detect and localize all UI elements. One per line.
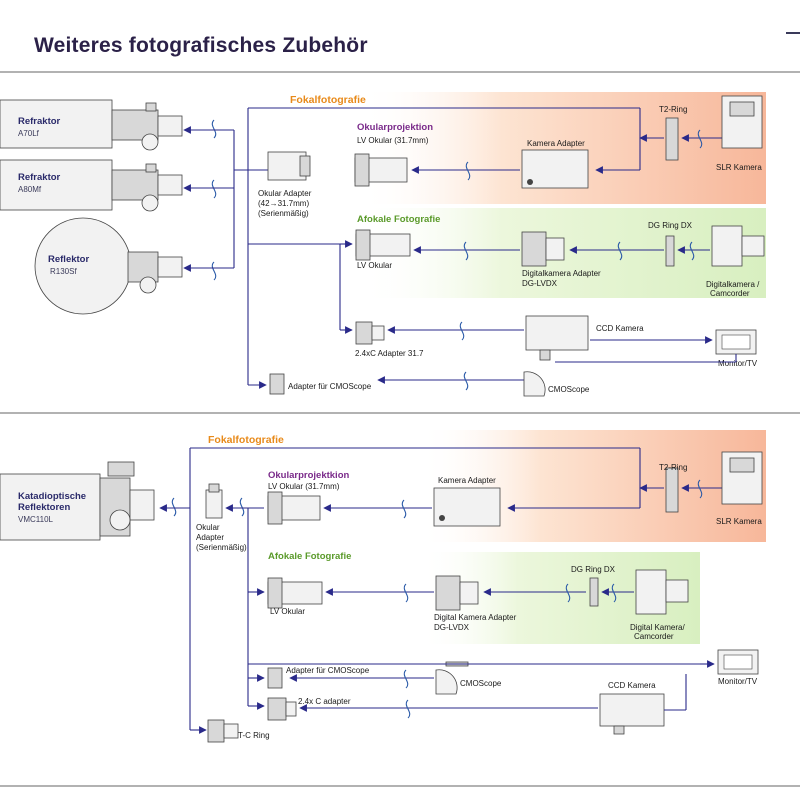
scope-model-1: A70Lf [18, 129, 40, 138]
digitalkamera-label-1: Digitalkamera / [706, 280, 760, 289]
bottom-kamera-adapter-shape [433, 487, 501, 527]
digitalkamera-adapter-shape [521, 231, 547, 267]
bottom-digital-adapter-shape [435, 575, 461, 611]
bottom-okular-adapter-label-1: Okular [196, 523, 220, 532]
slr-kamera-label: SLR Kamera [716, 163, 762, 172]
twist-icon [689, 241, 695, 261]
twist-icon [211, 179, 217, 199]
scope-name-3: Reflektor [48, 254, 89, 265]
digitalkamera-shape [711, 225, 743, 267]
lv-okular-label: LV Okular [357, 261, 392, 270]
page-title: Weiteres fotografisches Zubehör [34, 34, 368, 57]
bottom-digital-kamera-label-1: Digital Kamera/ [630, 623, 685, 632]
adapter-24-shape [355, 321, 373, 345]
twist-icon [565, 583, 571, 603]
dg-ring-label: DG Ring DX [648, 221, 693, 230]
bottom-heading-okularprojektion: Okularprojektkion [268, 470, 349, 481]
bottom-cmoscope-label: CMOScope [460, 679, 502, 688]
twist-icon [611, 583, 617, 603]
twist-icon [405, 699, 411, 719]
bottom-adapter-cmo-shape [267, 667, 283, 689]
bottom-t2-ring-label: T2-Ring [659, 463, 687, 472]
ccd-kamera-shape [525, 315, 589, 351]
tc-ring-shape [207, 719, 225, 743]
scope-name-2: Refraktor [18, 172, 61, 183]
twist-icon [617, 241, 623, 261]
bottom-okular-adapter-label-2: Adapter [196, 533, 224, 542]
bottom-monitor-label: Monitor/TV [718, 677, 758, 686]
bottom-t2-ring-shape [665, 467, 679, 513]
dg-ring-shape [665, 235, 675, 267]
monitor-label: Monitor/TV [718, 359, 758, 368]
bottom-scope-model: VMC110L [18, 515, 54, 524]
twist-icon [239, 497, 245, 517]
twist-icon [459, 321, 465, 341]
adapter-cmo-label: Adapter für CMOScope [288, 382, 372, 391]
twist-icon [403, 669, 409, 689]
digitalkamera-adapter-label-2: DG-LVDX [522, 279, 558, 288]
bottom-digital-adapter-label-2: DG-LVDX [434, 623, 470, 632]
lv-okular-317-label: LV Okular (31.7mm) [357, 136, 429, 145]
heading-fokalfotografie: Fokalfotografie [290, 94, 366, 106]
digitalkamera-adapter-label-1: Digitalkamera Adapter [522, 269, 601, 278]
cmoscope-label: CMOScope [548, 385, 590, 394]
okular-adapter-label-2: (42→31.7mm) [258, 199, 309, 208]
twist-icon [401, 499, 407, 519]
scope-refraktor-a80mf: Refraktor A80Mf [0, 159, 183, 212]
bottom-dg-ring-shape [589, 577, 599, 607]
bottom-okular-adapter-label-3: (Serienmäßig) [196, 543, 247, 552]
bottom-ccd-kamera-shape [599, 693, 665, 727]
bottom-slr-kamera-label: SLR Kamera [716, 517, 762, 526]
bottom-lv-okular-317-label: LV Okular (31.7mm) [268, 482, 340, 491]
corner-dash [786, 32, 800, 34]
scope-katadioptische-vmc110l: Katadioptische Reflektoren VMC110L [0, 461, 155, 541]
scope-model-3: R130Sf [50, 267, 77, 276]
adapter-cmo-shape [269, 373, 285, 395]
scope-refraktor-a70lf: Refraktor A70Lf [0, 99, 183, 151]
scope-model-2: A80Mf [18, 185, 42, 194]
twist-icon [697, 129, 703, 149]
bottom-okular-adapter-shape [205, 489, 223, 519]
okular-adapter-label-3: (Serienmäßig) [258, 209, 309, 218]
bottom-heading-fokalfotografie: Fokalfotografie [208, 434, 284, 446]
ccd-kamera-label: CCD Kamera [596, 324, 644, 333]
bottom-adapter-cmo-label: Adapter für CMOScope [286, 666, 370, 675]
bottom-digital-adapter-label-1: Digital Kamera Adapter [434, 613, 517, 622]
bottom-scope-name-1: Katadioptische [18, 491, 86, 502]
adapter-24-label: 2.4xC Adapter 31.7 [355, 349, 424, 358]
bottom-ccd-kamera-label: CCD Kamera [608, 681, 656, 690]
cmoscope-shape [523, 371, 546, 397]
twist-icon [465, 161, 471, 181]
twist-icon [211, 261, 217, 281]
kamera-adapter-label: Kamera Adapter [527, 139, 585, 148]
scope-name-1: Refraktor [18, 116, 61, 127]
t2-ring-shape [665, 117, 679, 161]
bottom-cmoscope-shape [435, 669, 458, 695]
bottom-dg-ring-label: DG Ring DX [571, 565, 616, 574]
tc-ring-label: T-C Ring [238, 731, 270, 740]
twist-icon [463, 241, 469, 261]
twist-icon [463, 371, 469, 391]
digitalkamera-label-2: Camcorder [710, 289, 750, 298]
t2-ring-label: T2-Ring [659, 105, 687, 114]
bottom-adapter-2x-label: 2.4x C adapter [298, 697, 351, 706]
bottom-digital-kamera-label-2: Camcorder [634, 632, 674, 641]
kamera-adapter-shape [521, 149, 589, 189]
bottom-kamera-adapter-label: Kamera Adapter [438, 476, 496, 485]
twist-icon [171, 497, 177, 517]
bottom-heading-afokale-fotografie: Afokale Fotografie [268, 551, 351, 562]
twist-icon [403, 583, 409, 603]
twist-icon [211, 119, 217, 139]
scope-reflektor-r130sf: Reflektor R130Sf [34, 217, 183, 315]
bottom-lv-okular-label: LV Okular [270, 607, 305, 616]
okular-adapter-label-1: Okular Adapter [258, 189, 312, 198]
twist-icon [697, 479, 703, 499]
heading-afokale-fotografie: Afokale Fotografie [357, 214, 440, 225]
bottom-digital-kamera-shape [635, 569, 667, 615]
heading-okularprojektion: Okularprojektion [357, 122, 433, 133]
bottom-scope-name-2: Reflektoren [18, 502, 70, 513]
bottom-adapter-2x-shape [267, 697, 287, 721]
